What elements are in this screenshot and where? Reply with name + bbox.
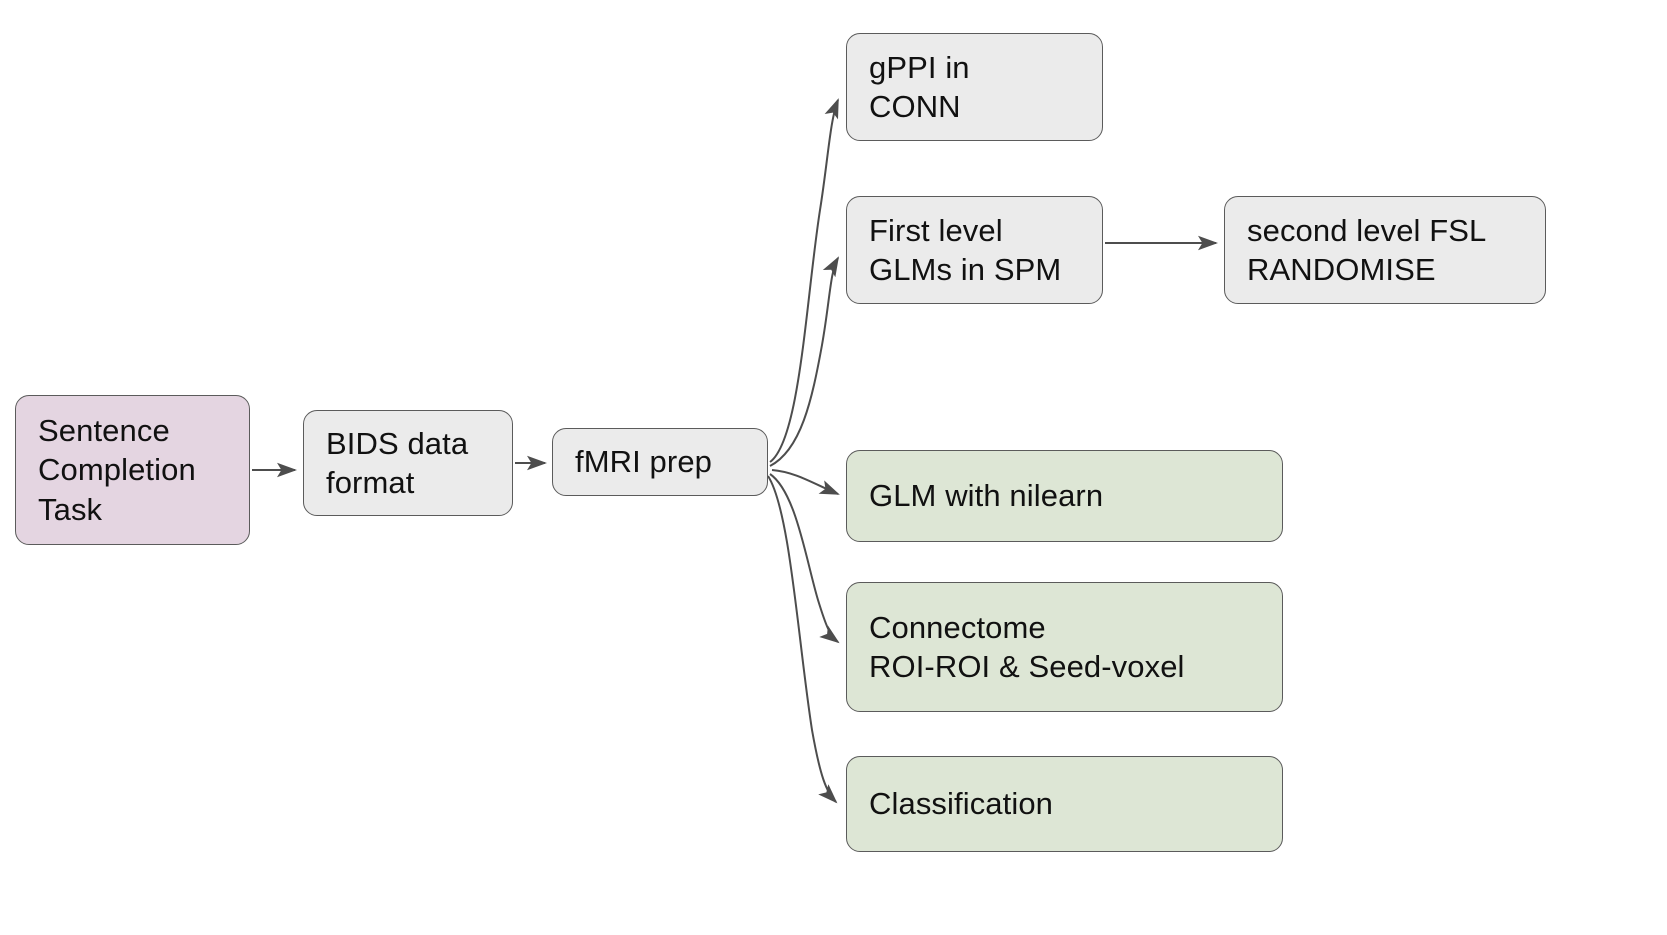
node-classification[interactable]: Classification: [846, 756, 1283, 852]
node-label: Classification: [869, 786, 1054, 822]
node-connectome-roi-roi-seed-voxel[interactable]: Connectome ROI-ROI & Seed-voxel: [846, 582, 1283, 712]
node-label: fMRI prep: [575, 444, 712, 480]
node-label: BIDS data format: [326, 425, 469, 500]
node-first-level-glms-in-spm[interactable]: First level GLMs in SPM: [846, 196, 1103, 304]
edge-fmriprep-to-gppi: [769, 98, 839, 463]
node-glm-with-nilearn[interactable]: GLM with nilearn: [846, 450, 1283, 542]
node-gppi-in-conn[interactable]: gPPI in CONN: [846, 33, 1103, 141]
node-label: Sentence Completion Task: [38, 412, 196, 527]
node-fmri-prep[interactable]: fMRI prep: [552, 428, 768, 496]
edge-fmriprep-to-connectome: [769, 473, 840, 644]
edge-fmriprep-to-first: [769, 256, 839, 467]
node-sentence-completion-task[interactable]: Sentence Completion Task: [15, 395, 250, 545]
node-second-level-fsl-randomise[interactable]: second level FSL RANDOMISE: [1224, 196, 1546, 304]
edge-fmriprep-to-nilearn: [771, 469, 840, 495]
node-bids-data-format[interactable]: BIDS data format: [303, 410, 513, 516]
node-label: gPPI in CONN: [869, 49, 970, 124]
node-label: First level GLMs in SPM: [869, 212, 1062, 287]
node-label: second level FSL RANDOMISE: [1247, 212, 1487, 287]
node-label: GLM with nilearn: [869, 478, 1104, 514]
node-label: Connectome ROI-ROI & Seed-voxel: [869, 609, 1185, 684]
edge-fmriprep-to-classification: [767, 475, 838, 804]
